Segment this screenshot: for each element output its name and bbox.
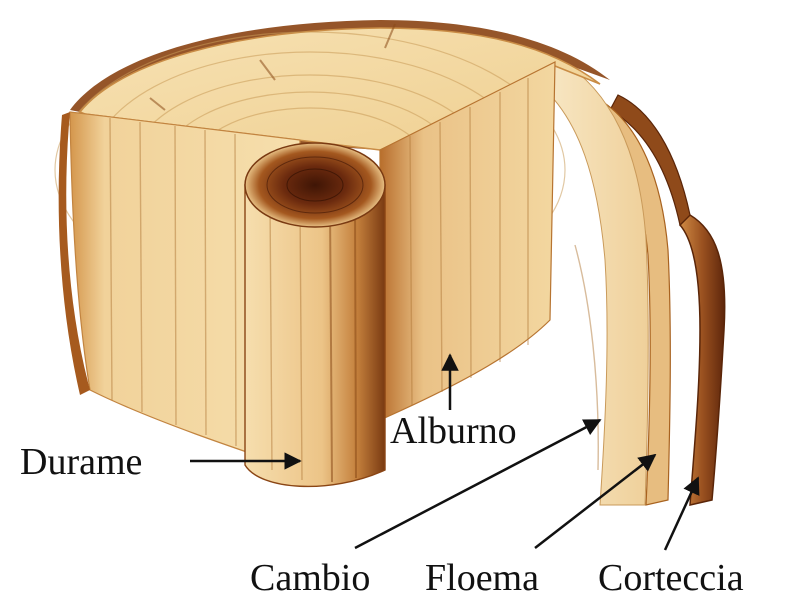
arrow-icon [665,478,698,550]
label-cambio: Cambio [250,557,370,594]
label-floema: Floema [425,557,539,594]
label-durame: Durame [20,441,142,483]
label-corteccia: Corteccia [598,557,744,594]
label-alburno: Alburno [390,410,517,452]
heartwood-post [245,143,385,486]
